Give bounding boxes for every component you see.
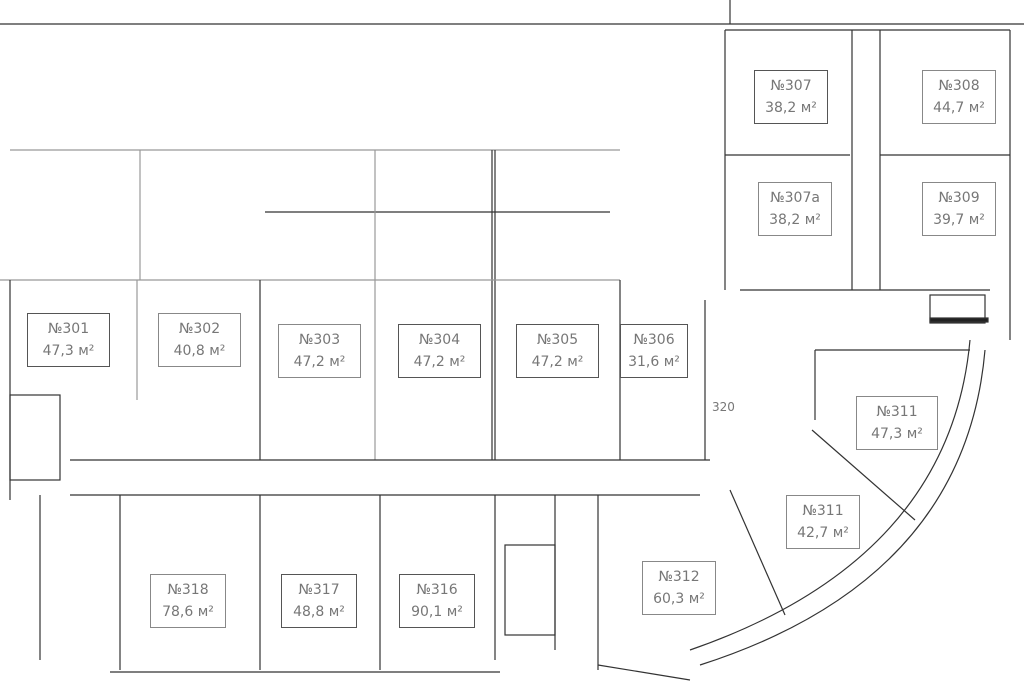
room-number: №306 <box>633 332 675 348</box>
room-number: №312 <box>658 569 700 585</box>
room-area: 44,7 м² <box>933 100 985 116</box>
room-number: №316 <box>416 582 458 598</box>
room-number: №318 <box>167 582 209 598</box>
room-area: 90,1 м² <box>411 604 463 620</box>
room-320-label: 320 <box>712 400 735 414</box>
room-area: 47,2 м² <box>531 354 584 370</box>
room-area: 47,3 м² <box>871 426 923 442</box>
room-303[interactable]: №303 47,2 м² <box>278 324 361 378</box>
room-number: №301 <box>47 321 90 337</box>
room-area: 60,3 м² <box>653 591 705 607</box>
room-306[interactable]: №306 31,6 м² <box>620 324 688 378</box>
room-number: №308 <box>938 78 980 94</box>
room-305[interactable]: №305 47,2 м² <box>516 324 599 378</box>
room-number: №311 <box>876 404 918 420</box>
room-316[interactable]: №316 90,1 м² <box>399 574 475 628</box>
room-area: 40,8 м² <box>173 343 226 359</box>
room-308[interactable]: №308 44,7 м² <box>922 70 996 124</box>
room-area: 31,6 м² <box>628 354 680 370</box>
room-number: №317 <box>298 582 340 598</box>
room-318[interactable]: №318 78,6 м² <box>150 574 226 628</box>
room-area: 47,3 м² <box>42 343 95 359</box>
room-302[interactable]: №302 40,8 м² <box>158 313 241 367</box>
room-number: №311 <box>802 503 844 519</box>
room-304[interactable]: №304 47,2 м² <box>398 324 481 378</box>
room-317[interactable]: №317 48,8 м² <box>281 574 357 628</box>
room-311-b[interactable]: №311 42,7 м² <box>786 495 860 549</box>
room-area: 47,2 м² <box>293 354 346 370</box>
room-number: №307а <box>770 190 820 206</box>
room-307[interactable]: №307 38,2 м² <box>754 70 828 124</box>
room-number: №303 <box>298 332 341 348</box>
room-number: №302 <box>178 321 221 337</box>
room-area: 48,8 м² <box>293 604 345 620</box>
room-area: 47,2 м² <box>413 354 466 370</box>
room-number: №309 <box>938 190 980 206</box>
room-area: 38,2 м² <box>769 212 821 228</box>
room-area: 78,6 м² <box>162 604 214 620</box>
room-number: №307 <box>770 78 812 94</box>
room-area: 38,2 м² <box>765 100 817 116</box>
room-number: №305 <box>536 332 579 348</box>
room-area: 42,7 м² <box>797 525 849 541</box>
room-area: 39,7 м² <box>933 212 985 228</box>
room-311[interactable]: №311 47,3 м² <box>856 396 938 450</box>
room-307a[interactable]: №307а 38,2 м² <box>758 182 832 236</box>
room-301[interactable]: №301 47,3 м² <box>27 313 110 367</box>
room-309[interactable]: №309 39,7 м² <box>922 182 996 236</box>
room-number: №304 <box>418 332 461 348</box>
room-312[interactable]: №312 60,3 м² <box>642 561 716 615</box>
